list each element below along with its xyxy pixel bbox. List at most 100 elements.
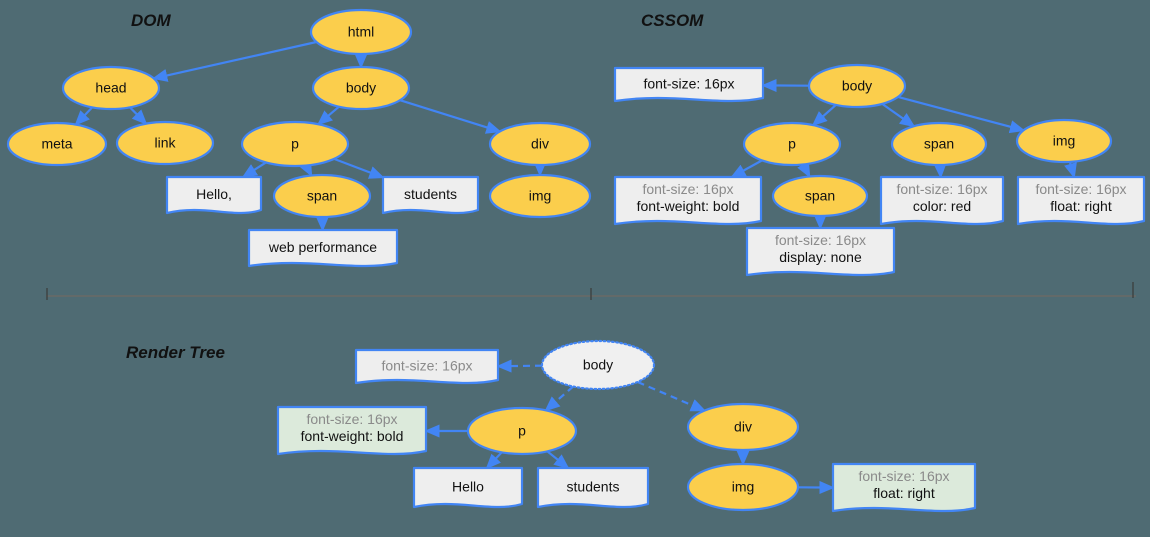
node-shape-c_span1 (890, 121, 988, 167)
node-label-c_p: p (788, 136, 796, 152)
node-c_span2[interactable]: span (771, 174, 869, 218)
node-label-c_span1: span (924, 136, 954, 152)
node-shape-c_img (1015, 118, 1113, 164)
node-text-c_spanbox1-1: color: red (913, 198, 971, 214)
node-link[interactable]: link (115, 120, 215, 166)
node-shape-r_hello (412, 466, 524, 509)
node-c_p[interactable]: p (742, 121, 842, 167)
node-r_bodybox[interactable]: font-size: 16px (354, 348, 500, 385)
edges-layer (74, 40, 1077, 495)
node-label-c_span2: span (805, 188, 835, 204)
node-text-r_pbox-1: font-weight: bold (301, 428, 404, 444)
section-title-cssom: CSSOM (641, 11, 704, 30)
node-shape-c_bodybox (613, 66, 765, 103)
section-title-dom: DOM (131, 11, 172, 30)
node-label-r_div: div (734, 419, 752, 435)
node-text-c_pbox-1: font-weight: bold (637, 198, 740, 214)
node-text-c_spanbox1-0: font-size: 16px (896, 181, 987, 197)
node-c_span1[interactable]: span (890, 121, 988, 167)
node-text-c_spanbox2-0: font-size: 16px (775, 232, 866, 248)
node-students[interactable]: students (381, 175, 480, 215)
node-shape-c_pbox (613, 175, 763, 226)
edge-head-to-meta (74, 106, 94, 126)
node-shape-r_body (540, 339, 656, 391)
node-label-r_img: img (732, 479, 755, 495)
node-text-c_pbox-0: font-size: 16px (642, 181, 733, 197)
node-label-link: link (154, 135, 176, 151)
node-text-hello-0: Hello, (196, 186, 232, 202)
node-head[interactable]: head (61, 65, 161, 111)
edge-c_p-to-c_span2 (797, 161, 811, 179)
node-p[interactable]: p (240, 120, 350, 168)
edge-c_img-to-c_imgbox (1064, 161, 1077, 179)
node-r_img[interactable]: img (686, 462, 800, 512)
edge-r_body-to-r_bodybox (496, 359, 543, 373)
node-r_body[interactable]: body (540, 339, 656, 391)
edge-p-to-students (333, 157, 385, 179)
node-r_hello[interactable]: Hello (412, 466, 524, 509)
node-c_img[interactable]: img (1015, 118, 1113, 164)
node-r_students[interactable]: students (536, 466, 650, 509)
node-webperf[interactable]: web performance (247, 228, 399, 268)
node-html[interactable]: html (309, 8, 413, 56)
node-shape-c_body (807, 63, 907, 109)
node-shape-r_pbox (276, 405, 428, 456)
node-div[interactable]: div (488, 121, 592, 167)
node-label-c_img: img (1053, 133, 1076, 149)
edge-p-to-span (299, 160, 313, 178)
node-shape-c_imgbox (1016, 175, 1146, 226)
edge-body-to-p (316, 105, 340, 126)
node-shape-r_p (466, 406, 578, 456)
node-text-r_bodybox-0: font-size: 16px (381, 358, 472, 374)
node-body[interactable]: body (311, 65, 411, 111)
node-span[interactable]: span (272, 173, 372, 219)
node-shape-head (61, 65, 161, 111)
edge-body-to-div (399, 99, 502, 134)
node-shape-c_spanbox2 (745, 226, 896, 277)
edge-c_body-to-c_img (897, 95, 1026, 134)
node-label-html: html (348, 24, 374, 40)
edge-c_span1-to-c_spanbox1 (933, 163, 947, 179)
node-text-c_imgbox-0: font-size: 16px (1035, 181, 1126, 197)
node-label-span: span (307, 188, 337, 204)
edge-r_body-to-r_p (544, 385, 574, 412)
node-shape-link (115, 120, 215, 166)
node-label-r_p: p (518, 423, 526, 439)
node-shape-r_imgbox (831, 462, 977, 513)
node-r_div[interactable]: div (686, 402, 800, 452)
node-img[interactable]: img (488, 173, 592, 219)
node-label-meta: meta (41, 136, 72, 152)
node-shape-hello (165, 175, 263, 215)
node-label-body: body (346, 80, 376, 96)
node-shape-r_bodybox (354, 348, 500, 385)
node-label-head: head (95, 80, 126, 96)
node-text-r_students-0: students (567, 479, 620, 495)
node-label-img: img (529, 188, 552, 204)
node-shape-html (309, 8, 413, 56)
node-shape-p (240, 120, 350, 168)
node-meta[interactable]: meta (6, 121, 108, 167)
node-label-p: p (291, 136, 299, 152)
node-shape-r_img (686, 462, 800, 512)
node-text-r_hello-0: Hello (452, 479, 484, 495)
edge-c_body-to-c_span1 (881, 103, 916, 128)
node-label-div: div (531, 136, 549, 152)
node-c_bodybox[interactable]: font-size: 16px (613, 66, 765, 103)
node-text-r_pbox-0: font-size: 16px (306, 411, 397, 427)
node-c_body[interactable]: body (807, 63, 907, 109)
node-shape-r_students (536, 466, 650, 509)
node-text-students-0: students (404, 186, 457, 202)
edge-head-to-link (129, 106, 148, 125)
node-shape-div (488, 121, 592, 167)
node-hello[interactable]: Hello, (165, 175, 263, 215)
edge-c_p-to-c_pbox (730, 159, 763, 178)
node-r_p[interactable]: p (466, 406, 578, 456)
